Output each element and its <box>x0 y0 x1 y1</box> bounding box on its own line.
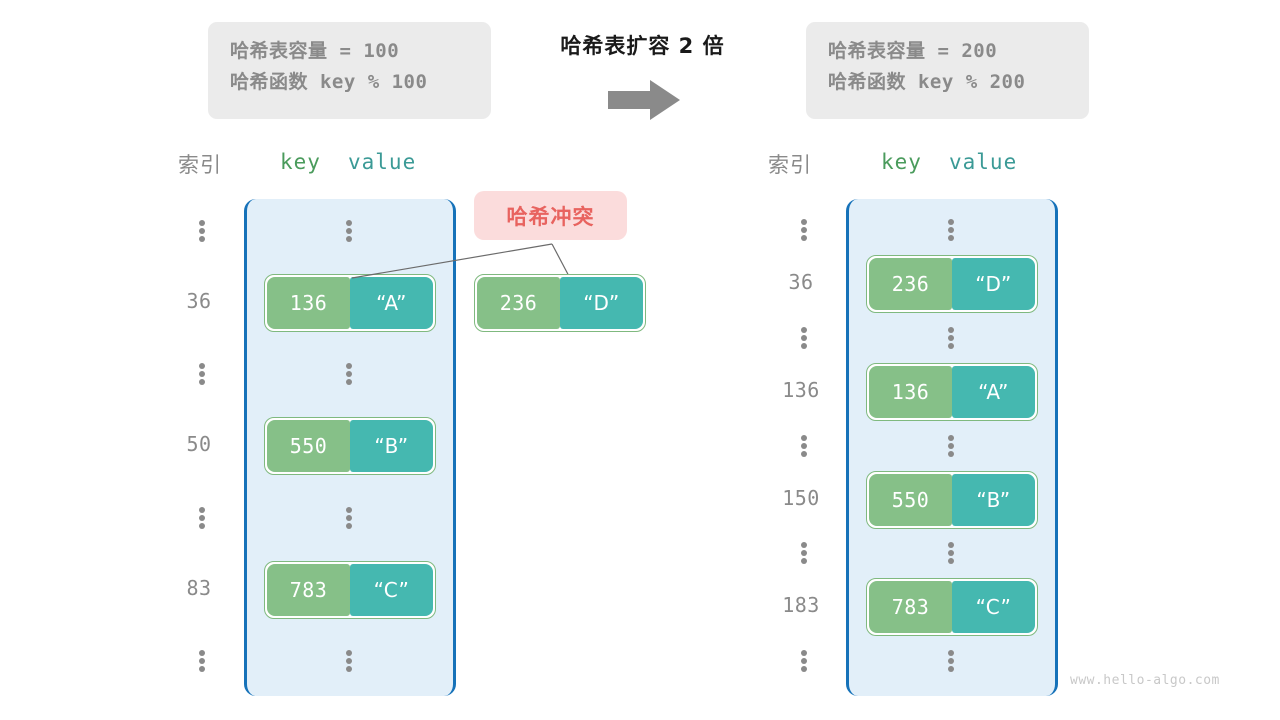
after-index-ellipsis <box>801 326 809 349</box>
hash-table-info-panel-before: 哈希表容量 = 100 哈希函数 key % 100 <box>208 22 491 119</box>
entry-value: “B” <box>350 420 433 473</box>
left-index-column-header: 索引 <box>178 153 222 177</box>
after-index-label: 150 <box>782 485 820 510</box>
entry-value: “D” <box>560 277 643 329</box>
right-key-column-header: key <box>881 150 922 174</box>
before-index-label: 50 <box>186 432 212 457</box>
entry-key: 550 <box>267 420 350 473</box>
after-entry: 783“C” <box>866 578 1038 637</box>
capacity-line-before: 哈希表容量 = 100 <box>230 40 400 62</box>
right-index-column-header: 索引 <box>768 153 812 177</box>
before-index-ellipsis <box>199 506 207 529</box>
after-index-ellipsis <box>801 650 809 673</box>
before-bucket-ellipsis <box>346 220 354 242</box>
after-bucket-ellipsis <box>948 650 956 673</box>
entry-key: 236 <box>477 277 560 329</box>
colliding-entry: 236 “D” <box>474 274 646 332</box>
before-index-ellipsis <box>199 650 207 673</box>
before-index-label: 36 <box>186 288 212 313</box>
hash-function-line-before: 哈希函数 key % 100 <box>230 71 428 93</box>
page-title: 哈希表扩容 2 倍 <box>560 34 725 58</box>
before-entry: 783“C” <box>264 560 436 619</box>
collision-badge: 哈希冲突 <box>474 191 627 240</box>
before-bucket-ellipsis <box>346 650 354 673</box>
before-index-label: 83 <box>186 575 212 600</box>
before-bucket-ellipsis <box>346 506 354 529</box>
entry-value: “D” <box>952 257 1035 310</box>
after-index-label: 36 <box>788 269 814 294</box>
entry-key: 136 <box>267 276 350 329</box>
before-entry: 550“B” <box>264 417 436 476</box>
after-bucket-ellipsis <box>948 219 956 241</box>
entry-value: “A” <box>952 365 1035 418</box>
left-value-column-header: value <box>348 150 417 174</box>
capacity-line-after: 哈希表容量 = 200 <box>828 40 998 62</box>
entry-key: 783 <box>869 581 952 634</box>
entry-key: 136 <box>869 365 952 418</box>
entry-key: 236 <box>869 257 952 310</box>
before-index-ellipsis <box>199 220 207 242</box>
after-index-ellipsis <box>801 434 809 457</box>
hash-function-line-after: 哈希函数 key % 200 <box>828 71 1026 93</box>
before-entry: 136“A” <box>264 273 436 332</box>
entry-key: 783 <box>267 563 350 616</box>
after-entry: 236“D” <box>866 254 1038 313</box>
entry-key: 550 <box>869 473 952 526</box>
after-entry: 136“A” <box>866 362 1038 421</box>
after-entry: 550“B” <box>866 470 1038 529</box>
right-value-column-header: value <box>949 150 1018 174</box>
entry-value: “C” <box>952 581 1035 634</box>
after-index-ellipsis <box>801 219 809 241</box>
after-index-ellipsis <box>801 542 809 565</box>
before-index-ellipsis <box>199 363 207 386</box>
entry-value: “C” <box>350 563 433 616</box>
after-index-label: 183 <box>782 593 820 618</box>
before-bucket-ellipsis <box>346 363 354 386</box>
after-bucket-ellipsis <box>948 326 956 349</box>
after-index-label: 136 <box>782 377 820 402</box>
arrow-right-icon <box>608 80 680 120</box>
watermark: www.hello-algo.com <box>1070 673 1220 688</box>
after-bucket-ellipsis <box>948 434 956 457</box>
entry-value: “B” <box>952 473 1035 526</box>
left-key-column-header: key <box>280 150 321 174</box>
entry-value: “A” <box>350 276 433 329</box>
hash-table-info-panel-after: 哈希表容量 = 200 哈希函数 key % 200 <box>806 22 1089 119</box>
after-bucket-ellipsis <box>948 542 956 565</box>
